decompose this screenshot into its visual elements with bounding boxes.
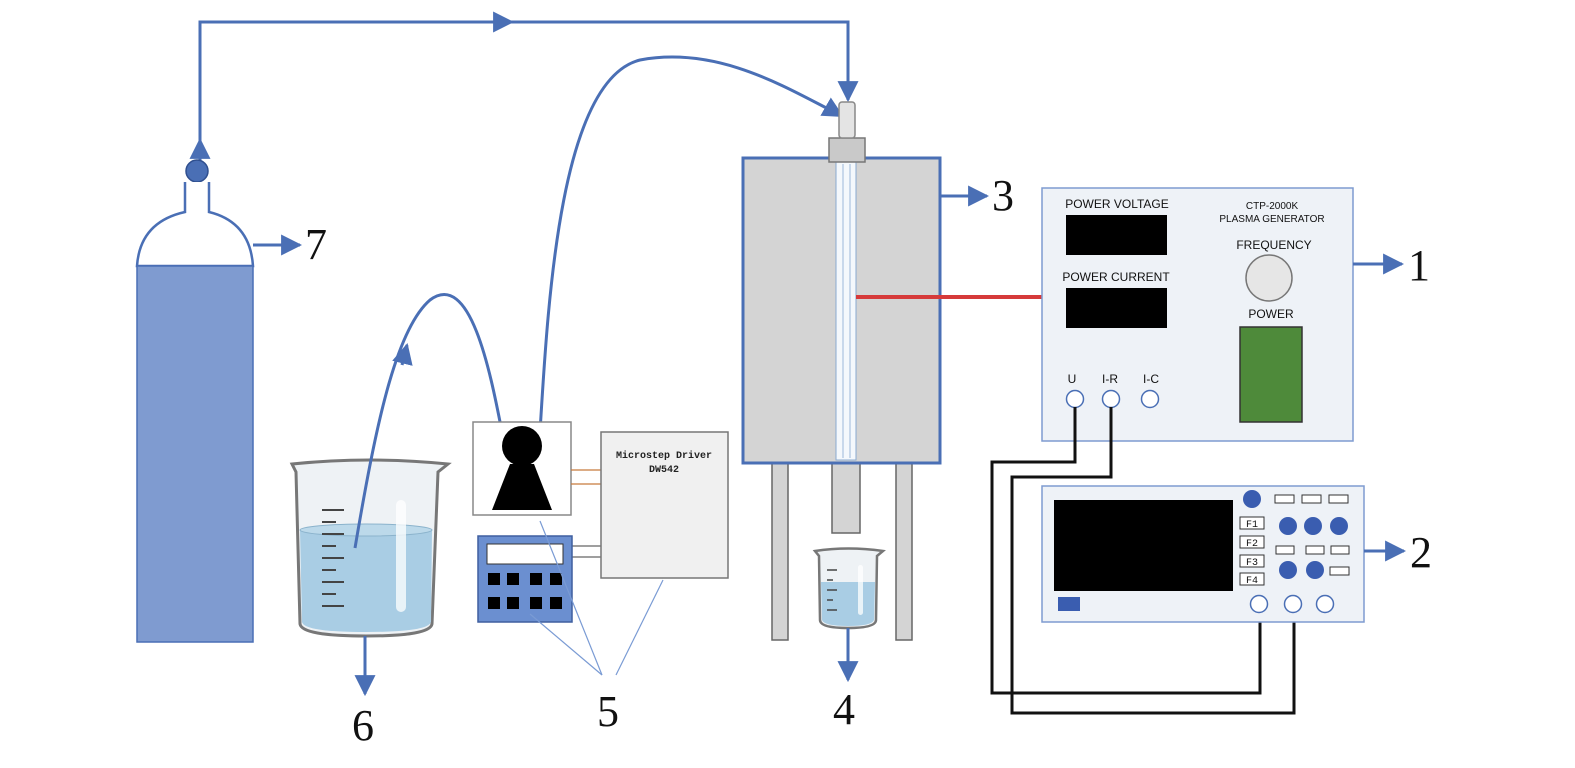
frequency-knob[interactable] [1245, 254, 1293, 302]
liquid-tubing [353, 55, 844, 549]
oscilloscope: F1 F2 F3 F4 2 [1041, 485, 1432, 623]
port-ic-label: I-C [1143, 372, 1159, 386]
collector-beaker: 4 [812, 547, 886, 734]
callout-5-leaders [529, 520, 664, 676]
port-u-jack[interactable] [1065, 389, 1085, 409]
power-voltage-label: POWER VOLTAGE [1065, 197, 1169, 211]
port-ir-label: I-R [1102, 372, 1118, 386]
pump-controller-keypad [477, 535, 573, 623]
callout-5: 5 [597, 687, 619, 736]
feed-beaker: 6 [289, 458, 452, 750]
oscilloscope-power-button[interactable] [1058, 597, 1080, 611]
f1-key[interactable]: F1 [1246, 520, 1258, 531]
f2-key[interactable]: F2 [1246, 539, 1258, 550]
osc-knob-5[interactable] [1306, 561, 1324, 579]
gas-supply-line [189, 11, 859, 160]
port-ic-jack[interactable] [1140, 389, 1160, 409]
gas-cylinder: 7 [135, 159, 327, 643]
osc-knob-2[interactable] [1304, 517, 1322, 535]
plasma-generator: POWER VOLTAGE POWER CURRENT CTP-2000K PL… [1041, 187, 1430, 442]
power-current-label: POWER CURRENT [1062, 270, 1170, 284]
callout-3: 3 [992, 171, 1014, 220]
callout-1: 1 [1408, 241, 1430, 290]
callout-4: 4 [833, 685, 855, 734]
cylinder-body [136, 265, 254, 643]
power-label: POWER [1248, 307, 1294, 321]
controller-wires [572, 545, 601, 558]
driver-label-line2: DW542 [649, 465, 679, 476]
peristaltic-pump [472, 421, 572, 516]
port-u-label: U [1068, 372, 1077, 386]
osc-knob-4[interactable] [1279, 561, 1297, 579]
stepper-driver-box: Microstep Driver DW542 [600, 431, 729, 579]
reactor-cap [828, 137, 866, 163]
power-voltage-display [1066, 215, 1167, 255]
cylinder-valve-icon [185, 159, 209, 183]
reactor-inlet [838, 101, 856, 139]
callout-7: 7 [305, 220, 327, 269]
port-ir-jack[interactable] [1101, 389, 1121, 409]
f3-key[interactable]: F3 [1246, 558, 1258, 569]
osc-input-ch3[interactable] [1315, 594, 1335, 614]
osc-knob-1[interactable] [1279, 517, 1297, 535]
osc-knob-3[interactable] [1330, 517, 1348, 535]
pump-signal-wires [571, 469, 601, 485]
osc-knob-top[interactable] [1243, 490, 1261, 508]
keypad-display [486, 543, 564, 565]
oscilloscope-screen [1054, 500, 1233, 591]
callout-2: 2 [1410, 528, 1432, 577]
plasma-reactor: 3 [741, 101, 1014, 641]
power-switch[interactable] [1239, 326, 1303, 423]
frequency-label: FREQUENCY [1236, 238, 1311, 252]
osc-input-ch1[interactable] [1249, 594, 1269, 614]
generator-model: CTP-2000K [1246, 201, 1299, 212]
measurement-cables [990, 407, 1296, 715]
generator-name: PLASMA GENERATOR [1219, 214, 1324, 225]
callout-6: 6 [352, 701, 374, 750]
power-current-display [1066, 288, 1167, 328]
osc-input-ch2[interactable] [1283, 594, 1303, 614]
driver-label-line1: Microstep Driver [616, 450, 712, 462]
f4-key[interactable]: F4 [1246, 576, 1258, 587]
